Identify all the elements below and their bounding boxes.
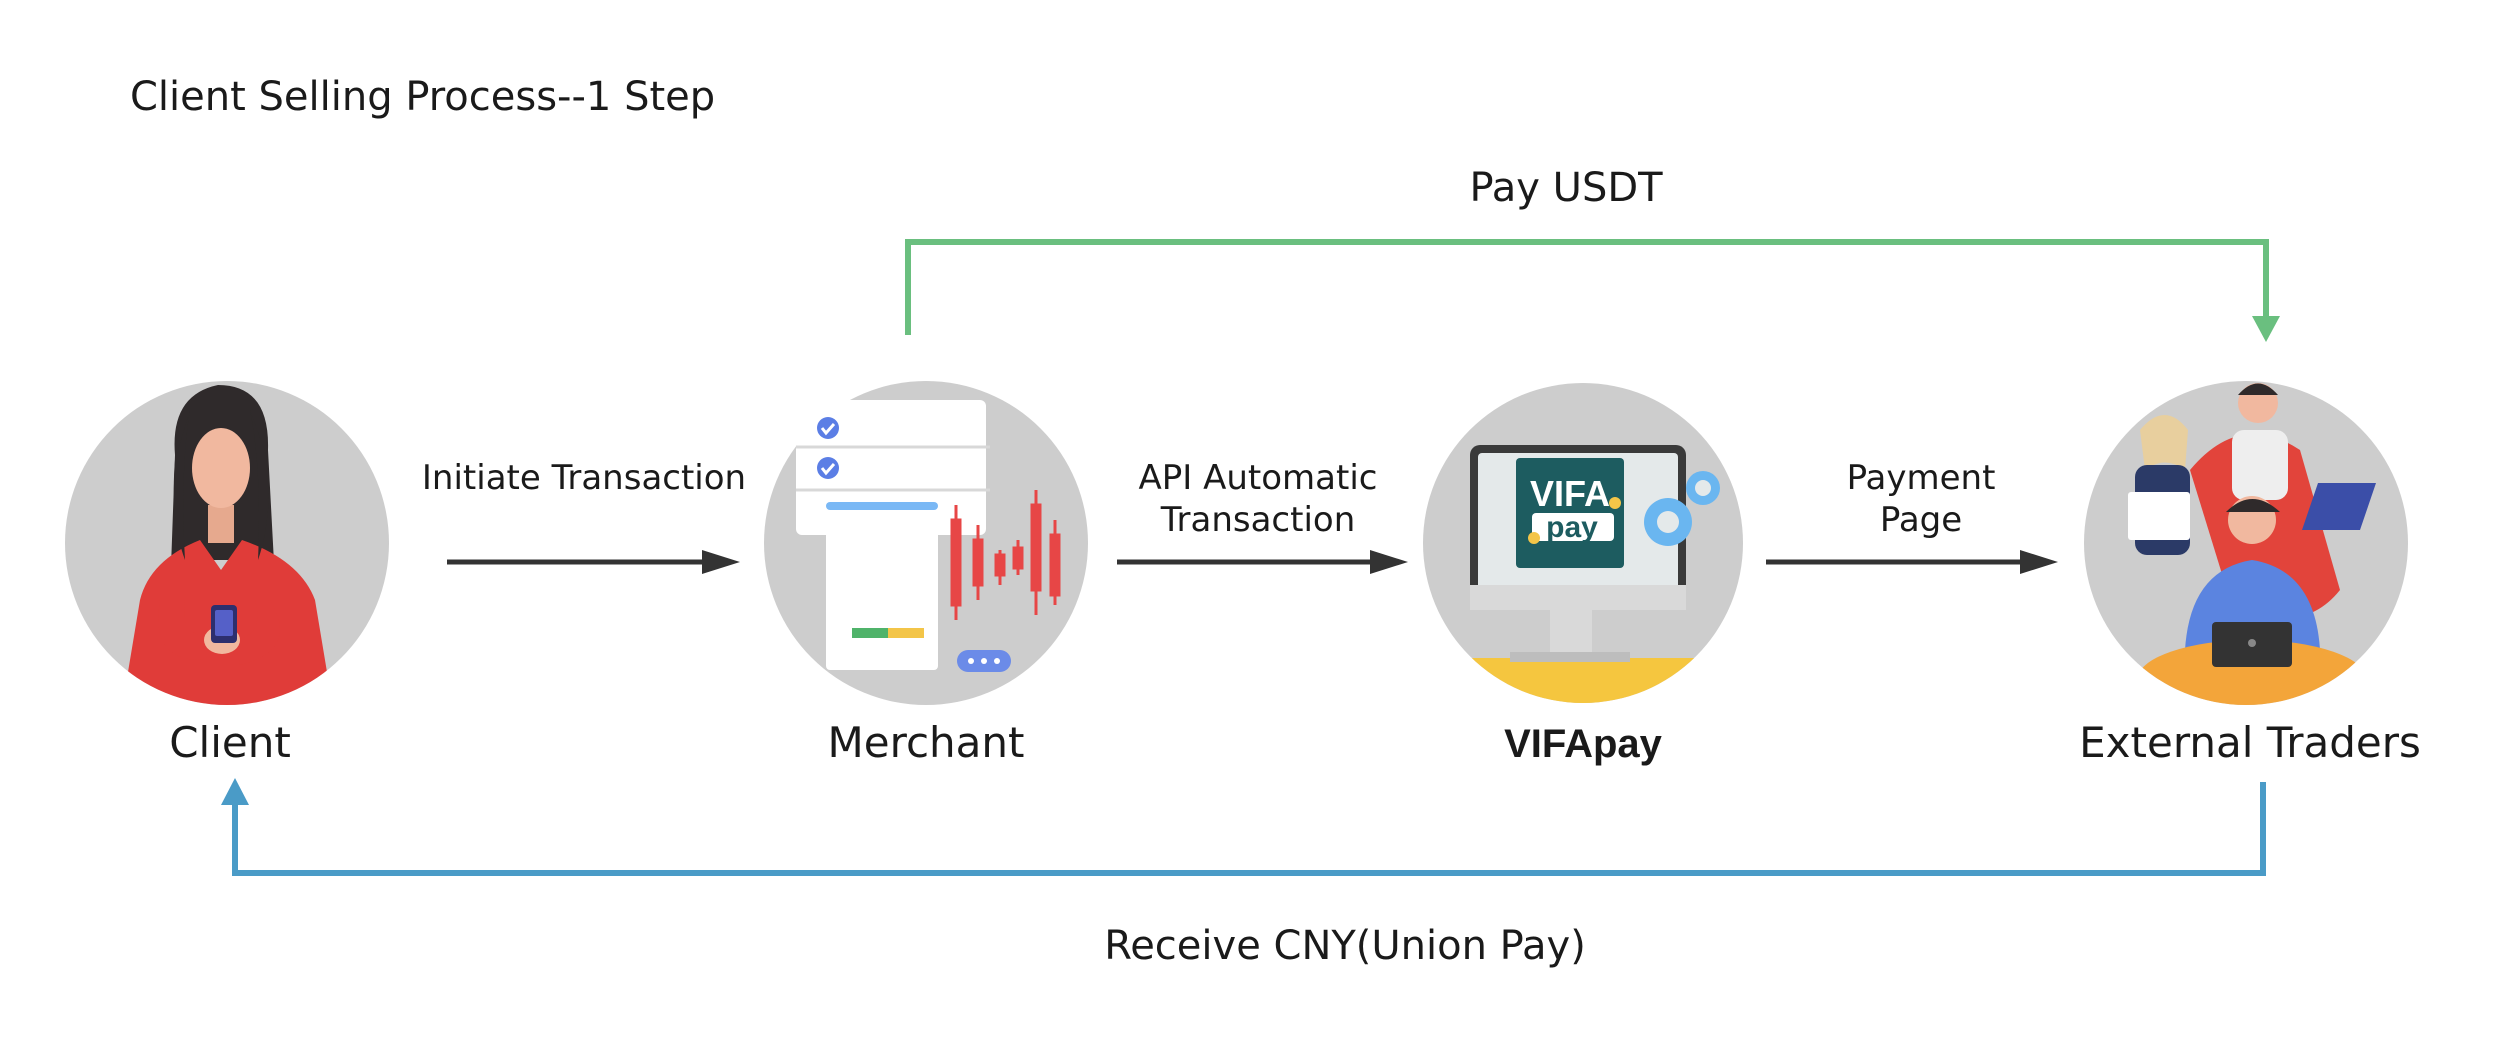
traders-node [2084,381,2408,705]
client-node [65,381,389,705]
arrow-merchant-vifapay [1117,550,1408,574]
pay-usdt-label: Pay USDT [1469,165,1663,211]
green-arrowhead [2252,316,2280,342]
pay-usdt-connector [905,239,2280,342]
vifapay-label: VIFApay [1504,722,1662,766]
woman-with-phone-icon [120,385,335,705]
traders-label: External Traders [2079,718,2421,767]
people-group-icon [2128,383,2376,705]
payment-page-label-line2: Page [1879,500,1963,540]
merchant-node [764,381,1088,705]
client-label: Client [169,718,291,767]
vifapay-node: VIFA pay [1423,383,1743,703]
blue-arrowhead [221,778,249,805]
receive-cny-label: Receive CNY(Union Pay) [1104,923,1586,969]
trading-dashboard-icon [796,400,1061,672]
diagram-title: Client Selling Process--1 Step [130,74,716,120]
api-automatic-label-line2: Transaction [1160,500,1356,540]
arrow-client-merchant [447,550,740,574]
receive-cny-connector [221,778,2266,876]
payment-page-label-line1: Payment [1846,458,1996,498]
api-automatic-label-line1: API Automatic [1138,458,1378,498]
logo-text-top: VIFA [1530,473,1610,514]
merchant-label: Merchant [827,718,1025,767]
initiate-transaction-label: Initiate Transaction [421,458,747,498]
arrow-vifapay-traders [1766,550,2058,574]
logo-text-bottom: pay [1546,511,1598,544]
